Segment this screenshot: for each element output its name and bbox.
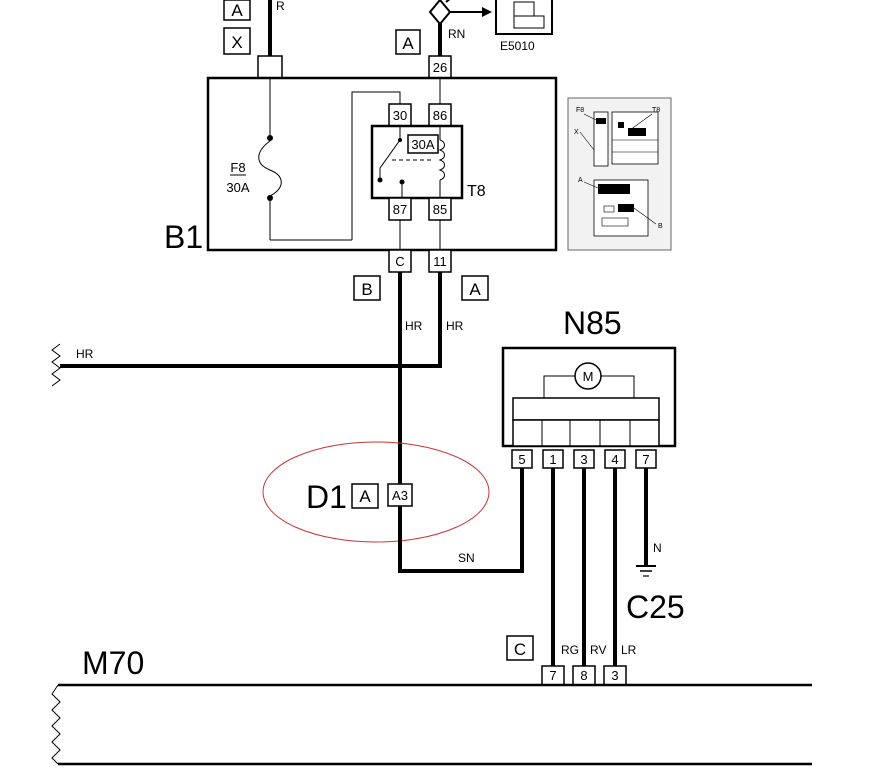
c25-label: C25 [626, 589, 685, 625]
relay-contacts [377, 126, 445, 198]
n85-pin-label: 1 [549, 452, 556, 467]
inset-t8: T8 [652, 107, 660, 114]
fuse-f8: F8 30A [226, 78, 352, 241]
d1-connector-a-label: A [359, 487, 371, 506]
connector-a-bottom-label: A [469, 280, 481, 299]
m70-connector-c-label: C [514, 640, 526, 659]
motor-symbol: M [583, 369, 594, 384]
highlight-ellipse [262, 441, 490, 543]
m70-pin-label: 8 [580, 668, 587, 683]
e5010-label: E5010 [500, 39, 535, 53]
n85-pin-label: 5 [518, 452, 525, 467]
wire-up-branch [445, 0, 451, 3]
connector-b-label: B [361, 280, 372, 299]
n85-pin-label: 7 [642, 452, 649, 467]
n85-pin-label: 4 [611, 452, 618, 467]
break-mark-m70 [51, 684, 61, 765]
wire-rg-label: RG [561, 643, 579, 657]
output-pin-c-label: C [395, 254, 404, 269]
wire-rn-label: RN [448, 27, 465, 41]
relay-rating: 30A [411, 137, 434, 152]
wire-rv-label: RV [590, 643, 606, 657]
n85-label: N85 [563, 305, 622, 341]
connector-a-top-left [223, 0, 251, 21]
relay-pin-86-label: 86 [433, 108, 447, 123]
output-pin-11-label: 11 [433, 254, 447, 269]
relay-t8 [370, 124, 464, 200]
d1-label: D1 [306, 479, 347, 515]
inset-x: X [574, 129, 579, 136]
d1-pin-a3-label: A3 [392, 488, 408, 503]
ground-icon [636, 565, 656, 577]
wire-hr-label-2: HR [446, 319, 464, 333]
m70-pin-label: 3 [611, 668, 618, 683]
n85-pin [511, 449, 533, 469]
wire-lr-label: LR [621, 643, 637, 657]
b1-label: B1 [164, 219, 203, 255]
relay-rating-box [407, 134, 439, 154]
break-mark-left [51, 343, 61, 387]
wire-hr-left-label: HR [76, 347, 94, 361]
b1-top-connector [257, 55, 283, 79]
connector-a-top [395, 29, 421, 55]
inset-fusebox-map: F8 T8 X A B [567, 97, 672, 251]
inset-b: B [658, 223, 663, 230]
fuse-name: F8 [230, 160, 245, 175]
m70-pin-label: 7 [549, 668, 556, 683]
m70-label: M70 [82, 645, 144, 681]
relay-pin-30-label: 30 [393, 108, 407, 123]
wire-sn-label: SN [458, 551, 475, 565]
e5010-component: E5010 [495, 0, 553, 53]
relay-pin-87-label: 87 [393, 202, 407, 217]
m70-pins: 7 8 3 [541, 665, 627, 686]
wire-hr-label-1: HR [405, 319, 423, 333]
connector-x-top-left [223, 27, 251, 55]
wire-n-label: N [653, 541, 662, 555]
d1-connector-a [351, 483, 379, 509]
connector-b [353, 275, 381, 301]
top-left-connectors: A X [223, 0, 251, 55]
fuse-rating: 30A [226, 180, 249, 195]
n85-pin-label: 3 [580, 452, 587, 467]
relay-name: T8 [467, 183, 486, 200]
relay-pin-85-label: 85 [433, 202, 447, 217]
m70-connector-c [506, 635, 534, 661]
inset-a: A [578, 177, 583, 184]
wire-r-label: R [276, 0, 285, 13]
n85-connector-body [512, 419, 660, 447]
arrow-to-e5010 [482, 7, 492, 17]
pin-26-label: 26 [433, 60, 447, 75]
wire-sn [398, 468, 524, 573]
b1-internal-wire [351, 91, 401, 240]
splice-diamond [428, 0, 452, 26]
inset-f8: F8 [576, 107, 584, 114]
connector-a-top-left-label: A [231, 1, 243, 20]
motor-icon [574, 362, 602, 390]
n85-pins: 5 1 3 4 7 [511, 449, 657, 469]
connector-a-top-label: A [402, 34, 414, 53]
connector-x-top-left-label: X [231, 33, 242, 52]
n85-terminal-strip [512, 397, 660, 421]
connector-a-bottom [461, 275, 489, 301]
